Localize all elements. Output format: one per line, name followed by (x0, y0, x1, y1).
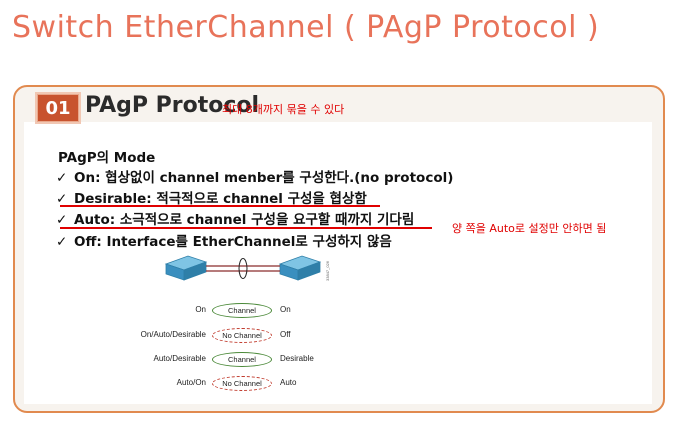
section-number-badge: 01 (37, 94, 79, 122)
row-right-mode: Auto (280, 378, 297, 387)
mode-item-desirable: ✓ Desirable: 적극적으로 channel 구성을 협상함 (56, 187, 367, 207)
row-left-mode: Auto/On (176, 378, 206, 387)
check-icon: ✓ (56, 212, 68, 228)
row-right-mode: Off (280, 330, 291, 339)
channel-oval: Channel (212, 352, 272, 367)
slide-title: Switch EtherChannel ( PAgP Protocol ) (12, 10, 600, 45)
mode-item-text: Auto: 소극적으로 channel 구성을 요구할 때까지 기다림 (74, 212, 415, 228)
mode-item-text: On: 협상없이 channel menber를 구성한다.(no protoc… (74, 170, 454, 186)
mode-item-off: ✓ Off: Interface를 EtherChannel로 구성하지 않음 (56, 230, 392, 250)
section-annotation: 최대 8개까지 묶을 수 있다 (222, 103, 345, 116)
switch-left-icon (164, 255, 208, 281)
mode-item-text: Desirable: 적극적으로 channel 구성을 협상함 (74, 191, 367, 207)
switch-link-illustration: 33847_026 (164, 255, 330, 281)
desirable-underline (60, 205, 380, 207)
pagp-mode-diagram: 33847_026 On Channel On On/Auto/Desirabl… (134, 250, 346, 400)
row-left-mode: On/Auto/Desirable (140, 330, 206, 339)
auto-underline (60, 227, 432, 229)
mode-item-auto: ✓ Auto: 소극적으로 channel 구성을 요구할 때까지 기다림 (56, 208, 414, 228)
row-right-mode: Desirable (280, 354, 314, 363)
no-channel-oval: No Channel (212, 328, 272, 343)
switch-right-icon (278, 255, 322, 281)
row-left-mode: Auto/Desirable (153, 354, 206, 363)
no-channel-oval: No Channel (212, 376, 272, 391)
auto-annotation: 양 쪽을 Auto로 설정만 안하면 됨 (452, 222, 607, 235)
section-title: PAgP Protocol (85, 93, 260, 118)
check-icon: ✓ (56, 234, 68, 250)
channel-oval: Channel (212, 303, 272, 318)
mode-heading: PAgP의 Mode (58, 150, 156, 166)
row-right-mode: On (280, 305, 291, 314)
check-icon: ✓ (56, 170, 68, 186)
figure-id: 33847_026 (325, 260, 330, 281)
row-left-mode: On (195, 305, 206, 314)
check-icon: ✓ (56, 191, 68, 207)
mode-item-on: ✓ On: 협상없이 channel menber를 구성한다.(no proto… (56, 166, 453, 186)
mode-item-text: Off: Interface를 EtherChannel로 구성하지 않음 (74, 234, 392, 250)
